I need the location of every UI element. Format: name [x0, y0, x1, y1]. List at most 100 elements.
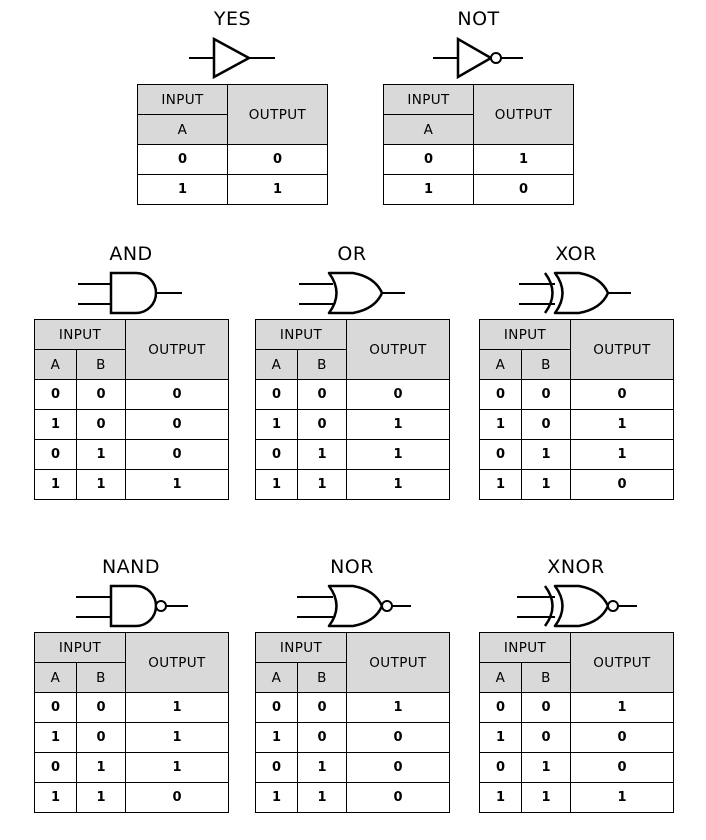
cell-input-b: 0 [76, 692, 126, 723]
table-row: 1 0 0 [255, 722, 450, 753]
and-gate-symbol [34, 267, 228, 319]
table-subheader-row: A [137, 114, 328, 145]
header-output: OUTPUT [125, 632, 229, 693]
cell-input-a: 0 [383, 144, 474, 175]
cell-output: 0 [125, 409, 229, 440]
cell-input-b: 1 [297, 752, 347, 783]
cell-output: 0 [227, 144, 328, 175]
cell-output: 0 [570, 379, 674, 410]
table-header-row: INPUT OUTPUT [255, 632, 450, 693]
cell-output: 1 [227, 174, 328, 205]
cell-input-b: 1 [76, 469, 126, 500]
nor-gate-symbol [255, 580, 449, 632]
cell-input-a: 0 [255, 692, 298, 723]
cell-input-a: 0 [479, 752, 522, 783]
cell-input-a: 1 [479, 782, 522, 813]
cell-input-b: 0 [297, 692, 347, 723]
table-row: 1 1 0 [34, 782, 229, 813]
table-row: 1 0 0 [34, 409, 229, 440]
table-row: 0 0 1 [34, 692, 229, 723]
table-subheader-row: A B [255, 662, 450, 693]
cell-input-a: 1 [34, 722, 77, 753]
truth-table-nor: INPUT OUTPUT A B 0 0 1 1 0 0 [255, 632, 450, 813]
header-input: INPUT [34, 319, 126, 350]
table-header-row: INPUT OUTPUT [255, 319, 450, 380]
truth-table-or: INPUT OUTPUT A B 0 0 0 1 0 1 [255, 319, 450, 500]
table-row: 0 1 [383, 144, 574, 175]
or-gate-symbol [255, 267, 449, 319]
cell-input-b: 1 [521, 752, 571, 783]
gate-title-and: AND [109, 243, 153, 265]
table-row: 1 0 1 [479, 409, 674, 440]
cell-output: 0 [346, 379, 450, 410]
cell-input-b: 0 [76, 722, 126, 753]
cell-input-a: 0 [255, 379, 298, 410]
cell-input-a: 1 [34, 409, 77, 440]
gate-block-or: OR INPUT OUTPUT A B 0 [255, 245, 450, 500]
header-col-b: B [76, 662, 126, 693]
header-col-a: A [137, 114, 228, 145]
table-row: 1 1 0 [255, 782, 450, 813]
buffer-gate-symbol [137, 32, 328, 84]
header-col-a: A [383, 114, 474, 145]
cell-output: 0 [125, 379, 229, 410]
gate-block-nand: NAND INPUT OUTPUT A B [34, 558, 229, 813]
table-row: 0 0 1 [479, 692, 674, 723]
cell-input-a: 1 [479, 469, 522, 500]
truth-table-yes: INPUT OUTPUT A 0 0 1 1 [137, 84, 328, 205]
cell-output: 0 [125, 439, 229, 470]
cell-input-a: 0 [479, 379, 522, 410]
header-input: INPUT [383, 84, 474, 115]
cell-output: 1 [570, 439, 674, 470]
cell-input-b: 1 [297, 782, 347, 813]
cell-input-a: 0 [34, 379, 77, 410]
gate-title-nand: NAND [101, 556, 161, 578]
table-row: 0 1 1 [479, 439, 674, 470]
header-input: INPUT [255, 319, 347, 350]
header-col-b: B [297, 349, 347, 380]
table-subheader-row: A B [34, 662, 229, 693]
cell-output: 0 [570, 469, 674, 500]
header-col-a: A [255, 349, 298, 380]
table-header-row: INPUT OUTPUT [137, 84, 328, 145]
header-output: OUTPUT [570, 319, 674, 380]
cell-input-b: 1 [297, 469, 347, 500]
header-input: INPUT [137, 84, 228, 115]
table-row: 0 1 1 [255, 439, 450, 470]
cell-input-a: 1 [255, 469, 298, 500]
cell-output: 0 [570, 752, 674, 783]
gate-title-xor: XOR [555, 243, 597, 265]
cell-input-a: 0 [137, 144, 228, 175]
cell-input-a: 1 [479, 722, 522, 753]
header-col-b: B [76, 349, 126, 380]
gate-title-xnor: XNOR [547, 556, 605, 578]
xor-gate-symbol [479, 267, 673, 319]
table-row: 0 1 0 [34, 439, 229, 470]
cell-input-b: 0 [521, 409, 571, 440]
header-col-b: B [521, 662, 571, 693]
table-header-row: INPUT OUTPUT [479, 319, 674, 380]
truth-table-xor: INPUT OUTPUT A B 0 0 0 1 0 1 [479, 319, 674, 500]
cell-input-b: 1 [76, 752, 126, 783]
header-col-a: A [34, 349, 77, 380]
cell-input-b: 1 [76, 782, 126, 813]
cell-output: 1 [346, 469, 450, 500]
cell-output: 1 [125, 469, 229, 500]
table-row: 1 1 0 [479, 469, 674, 500]
table-row: 0 0 [137, 144, 328, 175]
table-header-row: INPUT OUTPUT [383, 84, 574, 145]
cell-output: 0 [346, 752, 450, 783]
table-subheader-row: A B [255, 349, 450, 380]
header-col-a: A [479, 349, 522, 380]
table-row: 1 1 [137, 174, 328, 205]
table-header-row: INPUT OUTPUT [34, 632, 229, 693]
cell-output: 0 [473, 174, 574, 205]
cell-input-b: 0 [297, 722, 347, 753]
cell-input-b: 1 [521, 439, 571, 470]
cell-input-b: 1 [76, 439, 126, 470]
cell-input-a: 0 [34, 692, 77, 723]
gate-block-and: AND INPUT OUTPUT A B 0 [34, 245, 229, 500]
header-col-a: A [479, 662, 522, 693]
table-row: 1 1 1 [479, 782, 674, 813]
